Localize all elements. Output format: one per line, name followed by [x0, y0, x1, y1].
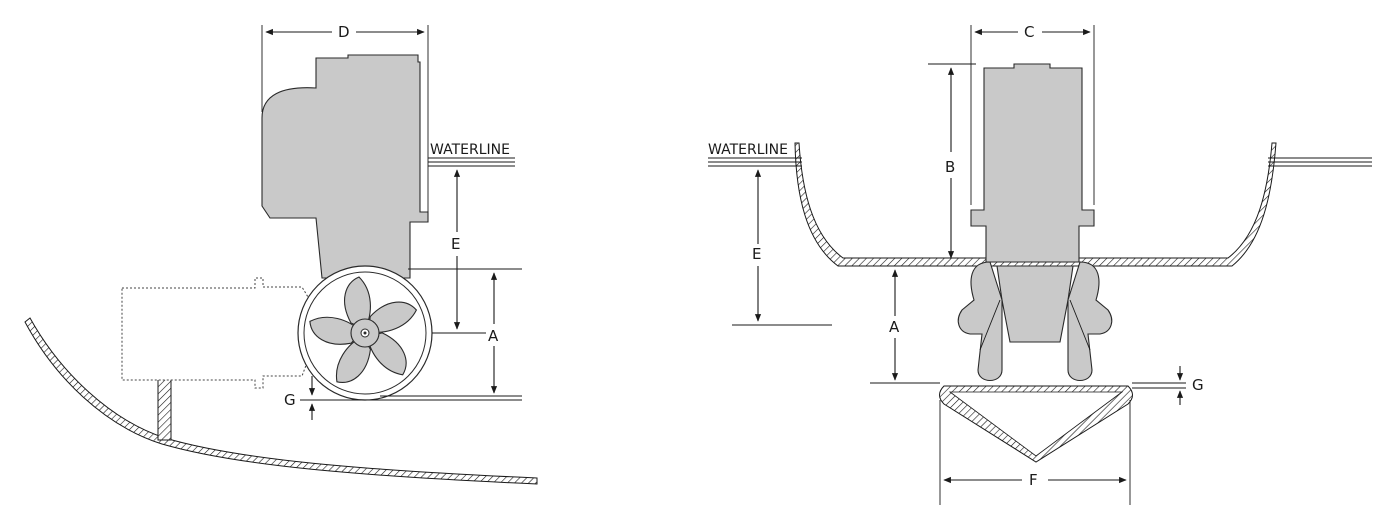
dim-label-d: D — [338, 23, 350, 41]
side-motor-body — [261, 54, 429, 279]
waterline-label-left: WATERLINE — [430, 142, 510, 158]
dim-label-g-side: G — [284, 391, 296, 409]
dim-label-e-side: E — [451, 235, 460, 253]
side-hull — [24, 317, 538, 485]
front-view: WATERLINE C B E — [708, 23, 1372, 505]
dim-label-a-side: A — [488, 327, 499, 345]
dim-label-e-front: E — [752, 245, 761, 263]
dim-label-b: B — [945, 158, 955, 176]
dim-label-g-front: G — [1192, 376, 1204, 394]
front-gear-leg — [957, 261, 1113, 382]
side-dotted-motor-outline — [121, 277, 309, 389]
side-propeller — [309, 276, 418, 383]
dim-label-f: F — [1029, 471, 1038, 489]
front-waterline-right — [1268, 157, 1372, 167]
front-hull — [794, 142, 1277, 267]
front-motor-body — [970, 63, 1095, 263]
side-waterline — [428, 157, 515, 167]
dim-label-a-front: A — [889, 318, 900, 336]
side-support-post — [157, 377, 172, 441]
waterline-label-right: WATERLINE — [708, 142, 788, 158]
front-waterline-left — [708, 157, 802, 167]
dim-label-c: C — [1024, 23, 1034, 41]
side-view: WATERLINE D E A G — [24, 23, 538, 485]
